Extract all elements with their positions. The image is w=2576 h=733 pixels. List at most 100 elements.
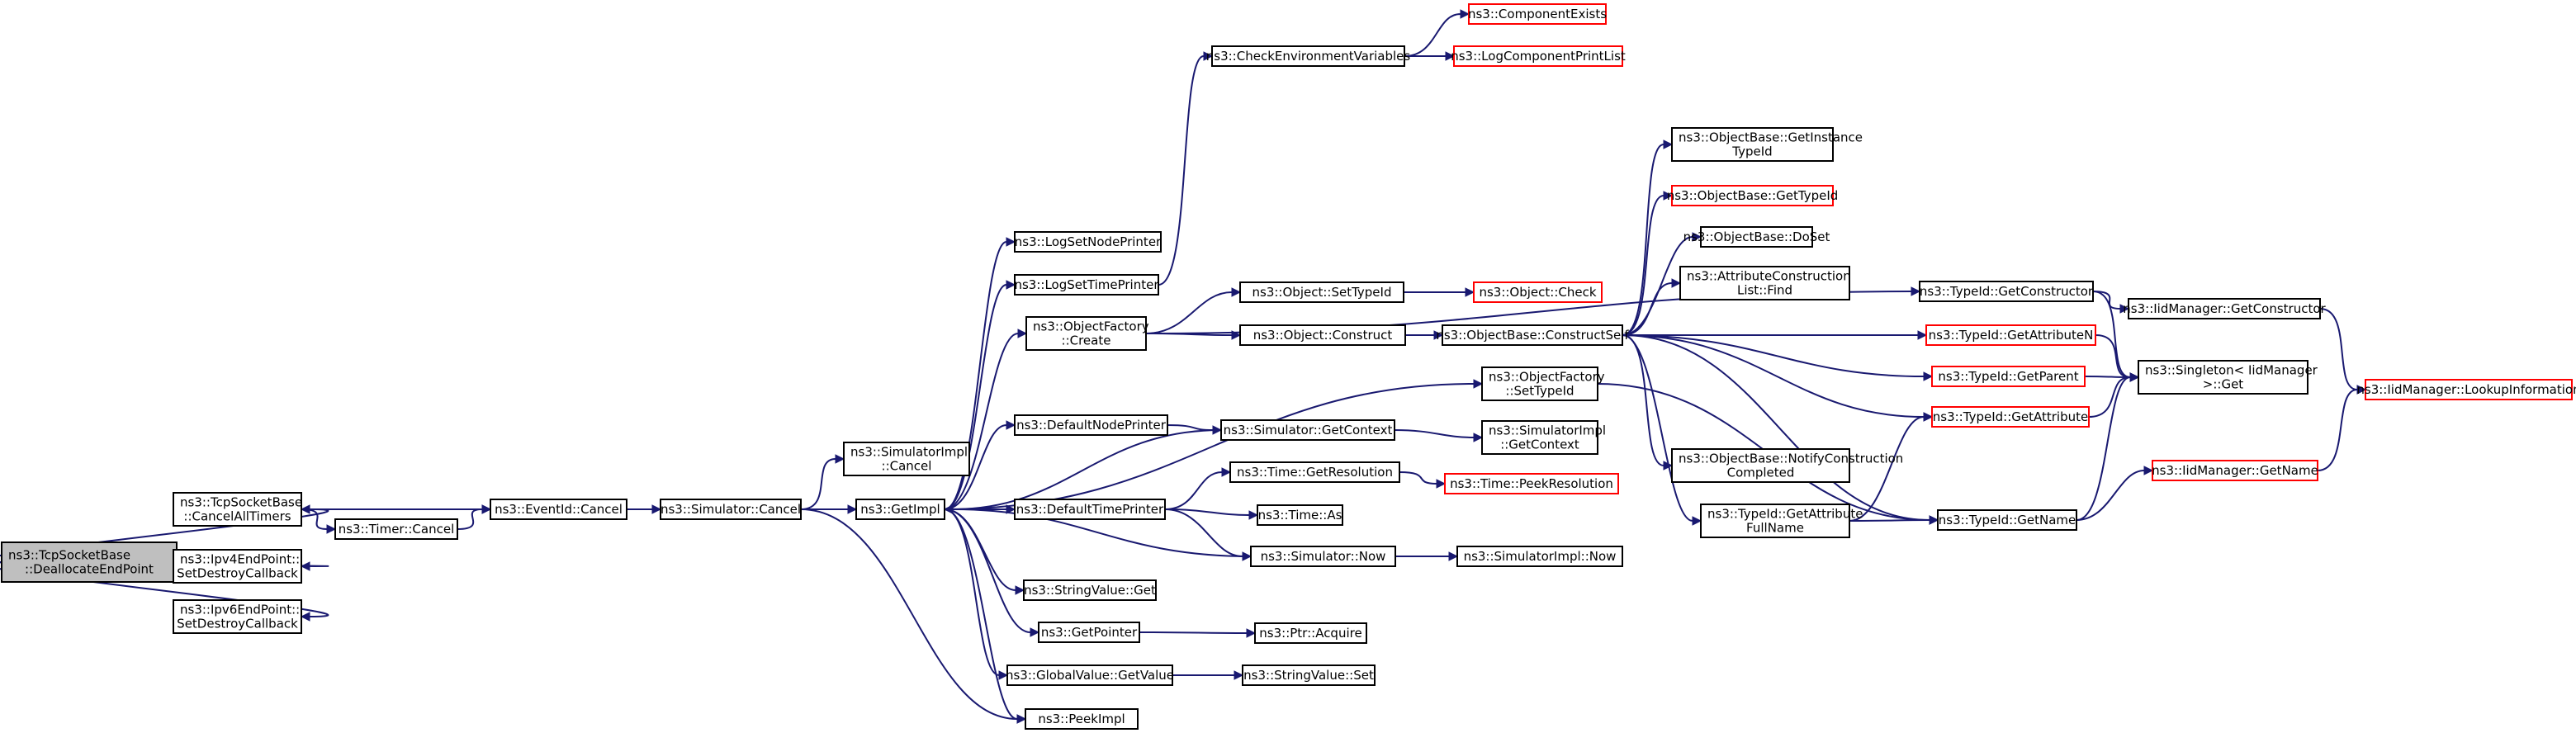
node-getImpl[interactable]: ns3::GetImpl xyxy=(855,499,945,520)
edge-cancelAllTimers-to-eventIdCancel xyxy=(301,504,492,514)
edge-objectBaseConstructSelf-to-objectBaseGetInstanceTypeId xyxy=(1622,140,1674,336)
node-label: ns3::SimulatorImpl::Now xyxy=(1464,549,1617,564)
node-objectBaseConstructSelf[interactable]: ns3::ObjectBase::ConstructSelf xyxy=(1436,324,1629,346)
node-label: ns3::GetImpl xyxy=(860,502,940,517)
node-objectFactorySetTypeId[interactable]: ns3::ObjectFactory::SetTypeId xyxy=(1481,366,1605,401)
node-label: ns3::IidManager::GetConstructor xyxy=(2123,301,2326,316)
edge-getImpl-to-logSetTimePrinter xyxy=(944,280,1016,510)
edge-objectBaseConstructSelf-to-typeIdGetParent xyxy=(1622,334,1934,381)
node-simulatorImplGetContext[interactable]: ns3::SimulatorImpl::GetContext xyxy=(1481,420,1606,455)
node-label: ns3::Simulator::Now xyxy=(1261,549,1386,564)
node-globalValueGetValue[interactable]: ns3::GlobalValue::GetValue xyxy=(1006,664,1174,686)
edge-eventIdCancel-to-simulatorCancel xyxy=(627,504,662,514)
node-label: ns3::TypeId::GetAttributeN xyxy=(1929,328,2094,343)
node-label: ns3::PeekImpl xyxy=(1038,712,1125,726)
node-label: ns3::ComponentExists xyxy=(1468,7,1607,21)
node-cancelAllTimers[interactable]: ns3::TcpSocketBase::CancelAllTimers xyxy=(173,492,302,527)
node-label: SetDestroyCallback xyxy=(177,617,298,631)
node-typeIdGetAttributeN[interactable]: ns3::TypeId::GetAttributeN xyxy=(1925,324,2096,346)
edge-objectFactoryCreate-to-objectSetTypeId xyxy=(1145,287,1242,334)
node-objectConstruct[interactable]: ns3::Object::Construct xyxy=(1239,324,1406,346)
edge-logSetTimePrinter-to-checkEnvVars xyxy=(1158,51,1214,286)
node-label: ns3::Simulator::GetContext xyxy=(1224,423,1393,437)
node-timeAs[interactable]: ns3::Time::As xyxy=(1257,504,1343,526)
node-label: ns3::ObjectBase::ConstructSelf xyxy=(1436,328,1629,343)
node-simulatorGetContext[interactable]: ns3::Simulator::GetContext xyxy=(1220,419,1395,441)
node-typeIdGetAttribute[interactable]: ns3::TypeId::GetAttribute xyxy=(1931,406,2090,428)
node-label: ns3::LogSetNodePrinter xyxy=(1015,234,1162,249)
node-label: ns3::Simulator::Cancel xyxy=(661,502,801,517)
node-label: ::GetContext xyxy=(1500,437,1579,452)
edge-objectBaseConstructSelf-to-typeIdGetAttributeFullName xyxy=(1622,334,1702,526)
edge-typeIdGetAttributeFullName-to-typeIdGetName xyxy=(1849,515,1939,525)
edge-getImpl-to-defaultNodePrinter xyxy=(944,420,1016,510)
edge-objectBaseConstructSelf-to-typeIdGetAttribute xyxy=(1622,334,1934,422)
node-label: ns3::Ptr::Acquire xyxy=(1259,626,1361,641)
edge-objectConstruct-to-objectBaseConstructSelf xyxy=(1405,330,1444,340)
node-label: ns3::TcpSocketBase xyxy=(180,495,302,510)
node-simulatorCancel[interactable]: ns3::Simulator::Cancel xyxy=(660,499,802,520)
node-getPointer[interactable]: ns3::GetPointer xyxy=(1038,622,1140,643)
edge-getImpl-to-stringValueGet xyxy=(944,508,1025,595)
nodes-layer: ns3::TcpSocketBase::DeallocateEndPointns… xyxy=(1,3,2576,730)
edge-timeGetResolution-to-timePeekResolution xyxy=(1399,471,1447,489)
node-objectCheck[interactable]: ns3::Object::Check xyxy=(1473,281,1603,303)
node-label: ns3::Time::PeekResolution xyxy=(1450,476,1613,491)
node-iidManagerLookupInformation[interactable]: ns3::IidManager::LookupInformation xyxy=(2356,379,2576,400)
node-objectBaseDoSet[interactable]: ns3::ObjectBase::DoSet xyxy=(1683,226,1830,248)
node-typeIdGetName[interactable]: ns3::TypeId::GetName xyxy=(1937,509,2077,531)
node-label: ns3::IidManager::LookupInformation xyxy=(2356,382,2576,397)
edge-typeIdGetAttributeFullName-to-typeIdGetAttribute xyxy=(1849,412,1934,522)
edge-defaultTimePrinter-to-timeAs xyxy=(1164,508,1259,520)
node-label: ns3::TypeId::GetName xyxy=(1939,513,2076,527)
edge-getImpl-to-getPointer xyxy=(944,508,1040,637)
node-objectBaseNotifyConstructionCompleted[interactable]: ns3::ObjectBase::NotifyConstructionCompl… xyxy=(1671,448,1903,483)
node-objectSetTypeId[interactable]: ns3::Object::SetTypeId xyxy=(1239,281,1404,303)
node-simulatorImplNow[interactable]: ns3::SimulatorImpl::Now xyxy=(1456,546,1623,567)
node-label: ns3::SimulatorImpl xyxy=(850,445,968,460)
node-defaultTimePrinter[interactable]: ns3::DefaultTimePrinter xyxy=(1014,499,1166,520)
node-ipv6SetDestroy[interactable]: ns3::Ipv6EndPoint::SetDestroyCallback xyxy=(173,599,302,634)
node-logSetNodePrinter[interactable]: ns3::LogSetNodePrinter xyxy=(1014,231,1162,253)
node-root[interactable]: ns3::TcpSocketBase::DeallocateEndPoint xyxy=(1,541,178,583)
node-iidManagerGetName[interactable]: ns3::IidManager::GetName xyxy=(2152,460,2318,481)
edge-iidManagerGetName-to-iidManagerLookupInformation xyxy=(2317,385,2367,471)
node-singletonIidManagerGet[interactable]: ns3::Singleton< IidManager >::Get xyxy=(2138,360,2318,395)
node-eventIdCancel[interactable]: ns3::EventId::Cancel xyxy=(490,499,627,520)
node-label: ns3::EventId::Cancel xyxy=(495,502,623,517)
node-componentExists[interactable]: ns3::ComponentExists xyxy=(1468,3,1607,25)
node-timeGetResolution[interactable]: ns3::Time::GetResolution xyxy=(1229,461,1400,483)
node-stringValueSet[interactable]: ns3::StringValue::Set xyxy=(1242,664,1376,686)
node-peekImpl[interactable]: ns3::PeekImpl xyxy=(1025,708,1139,730)
node-defaultNodePrinter[interactable]: ns3::DefaultNodePrinter xyxy=(1014,414,1168,436)
node-logComponentPrintList[interactable]: ns3::LogComponentPrintList xyxy=(1451,45,1626,67)
node-typeIdGetParent[interactable]: ns3::TypeId::GetParent xyxy=(1931,366,2086,387)
node-label: ns3::StringValue::Get xyxy=(1024,583,1156,598)
node-objectBaseGetTypeId[interactable]: ns3::ObjectBase::GetTypeId xyxy=(1667,185,1839,206)
node-simulatorNow[interactable]: ns3::Simulator::Now xyxy=(1250,546,1396,567)
edge-objectBaseConstructSelf-to-attributeConstructionListFind xyxy=(1622,278,1682,336)
node-label: ns3::Time::GetResolution xyxy=(1237,465,1393,480)
edge-timerCancel-to-eventIdCancel xyxy=(457,504,492,530)
node-logSetTimePrinter[interactable]: ns3::LogSetTimePrinter xyxy=(1014,274,1159,296)
edge-root-to-ipv6SetDestroy xyxy=(0,561,329,622)
node-typeIdGetConstructor[interactable]: ns3::TypeId::GetConstructor xyxy=(1919,281,2094,302)
node-ptrAcquire[interactable]: ns3::Ptr::Acquire xyxy=(1254,622,1367,644)
node-label: ::CancelAllTimers xyxy=(183,509,291,524)
edge-cancelAllTimers-to-timerCancel xyxy=(301,508,337,534)
edge-simulatorCancel-to-simulatorImplCancel xyxy=(800,454,845,510)
node-timePeekResolution[interactable]: ns3::Time::PeekResolution xyxy=(1444,473,1619,494)
node-checkEnvVars[interactable]: ns3::CheckEnvironmentVariables xyxy=(1206,45,1411,67)
node-label: ns3::Singleton< IidManager xyxy=(2145,363,2318,378)
node-timerCancel[interactable]: ns3::Timer::Cancel xyxy=(334,518,458,540)
node-stringValueGet[interactable]: ns3::StringValue::Get xyxy=(1023,579,1157,601)
edge-objectBaseConstructSelf-to-objectBaseGetTypeId xyxy=(1622,191,1674,336)
node-label: TypeId xyxy=(1731,144,1772,159)
node-iidManagerGetConstructor[interactable]: ns3::IidManager::GetConstructor xyxy=(2123,298,2327,319)
node-ipv4SetDestroy[interactable]: ns3::Ipv4EndPoint::SetDestroyCallback xyxy=(173,549,302,584)
node-simulatorImplCancel[interactable]: ns3::SimulatorImpl::Cancel xyxy=(843,442,970,476)
node-objectFactoryCreate[interactable]: ns3::ObjectFactory::Create xyxy=(1025,316,1149,351)
